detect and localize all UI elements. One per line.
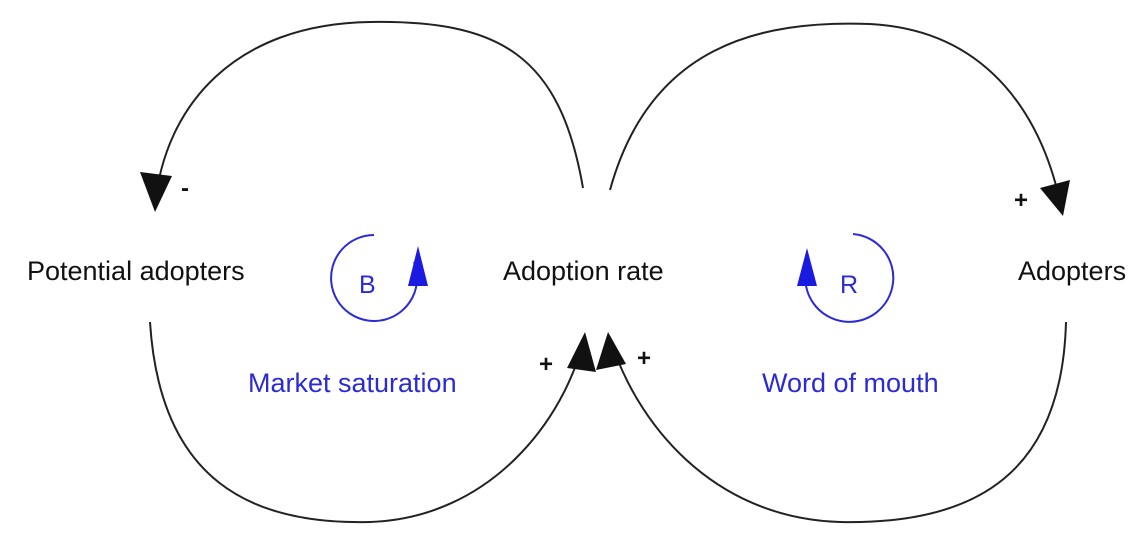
- loop-letter-left: B: [359, 271, 376, 299]
- arrowhead-from-potential-adopters: [567, 332, 596, 372]
- loop-name-right: Word of mouth: [762, 368, 939, 398]
- node-adopters: Adopters: [1018, 256, 1126, 286]
- polarity-adopters-to-rate: +: [637, 345, 651, 372]
- arrowhead-from-adopters: [596, 332, 626, 370]
- polarity-rate-to-adopters: +: [1014, 187, 1028, 214]
- loop-name-left: Market saturation: [248, 368, 457, 398]
- link-potential-adopters-to-rate: [149, 321, 585, 524]
- node-potential-adopters: Potential adopters: [27, 256, 245, 286]
- arrowhead-to-potential-adopters: [140, 172, 172, 212]
- loop-letter-right: R: [840, 271, 858, 299]
- polarity-rate-to-potential: -: [181, 175, 189, 202]
- polarity-potential-to-rate: +: [539, 351, 553, 378]
- balancing-loop-icon: [330, 234, 419, 322]
- link-adopters-to-rate: [609, 321, 1067, 524]
- reinforcing-loop-icon: [804, 233, 895, 323]
- node-adoption-rate: Adoption rate: [503, 256, 664, 286]
- reinforcing-loop-arrowhead: [797, 248, 817, 286]
- balancing-loop-arrowhead: [408, 246, 428, 286]
- link-rate-to-potential-adopters: [154, 20, 584, 206]
- arrowhead-to-adopters: [1040, 180, 1070, 216]
- link-rate-to-adopters: [609, 22, 1063, 213]
